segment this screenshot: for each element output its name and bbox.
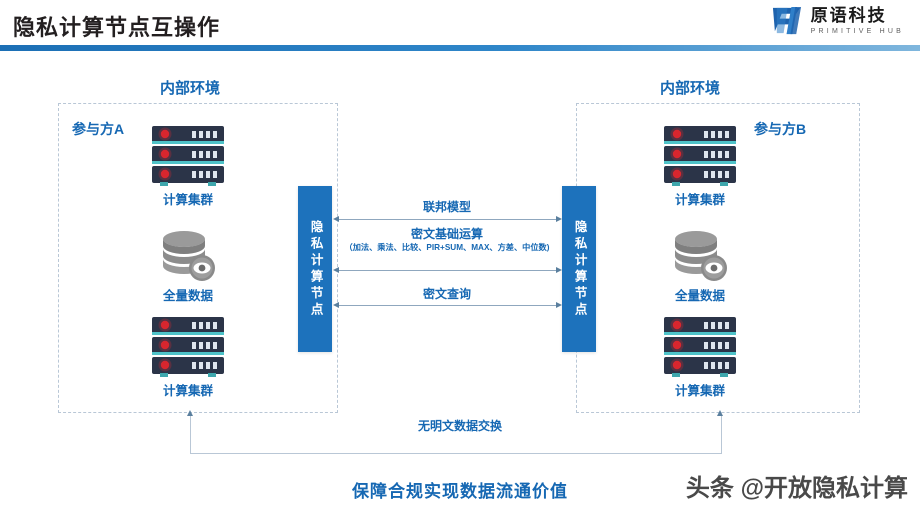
server-rack-icon	[146, 316, 230, 378]
flow-label-ciphertext-query: 密文查询	[422, 287, 471, 301]
icon-caption: 计算集群	[674, 384, 725, 398]
arrow-head-left	[333, 267, 339, 273]
footer-tagline: 保障合规实现数据流通价值	[352, 482, 568, 501]
arrow-head-up-right	[717, 410, 723, 416]
flow-line	[338, 219, 556, 220]
server-rack-icon	[146, 125, 230, 187]
server-rack-icon	[658, 316, 742, 378]
no-plaintext-bracket	[190, 416, 722, 454]
flow-label-ciphertext-ops: 密文基础运算	[410, 227, 483, 241]
icon-caption: 计算集群	[162, 384, 213, 398]
arrow-head-left	[333, 216, 339, 222]
server-rack-icon	[658, 125, 742, 187]
database-eye-icon	[668, 230, 730, 288]
arrow-head-left	[333, 302, 339, 308]
arrow-head-up-left	[187, 410, 193, 416]
node-label: 隐私计算节点	[308, 219, 323, 319]
flow-line	[338, 270, 556, 271]
watermark: 头条 @开放隐私计算	[685, 475, 908, 502]
bracket-label-wrap: 无明文数据交换	[0, 417, 920, 434]
icon-caption: 计算集群	[674, 193, 725, 207]
header-divider	[0, 45, 920, 51]
env-label-right: 内部环境	[660, 80, 721, 97]
flow-sublabel-ciphertext-ops: （加法、乘法、比较、PIR+SUM、MAX、方差、中位数)	[344, 243, 550, 252]
logo-text-cn: 原语科技	[810, 5, 887, 25]
database-eye-icon	[156, 230, 218, 288]
env-label-left: 内部环境	[160, 80, 221, 97]
page-title: 隐私计算节点互操作	[13, 15, 221, 40]
icon-caption: 计算集群	[162, 193, 213, 207]
bracket-label: 无明文数据交换	[409, 419, 510, 433]
arrow-head-right	[556, 267, 562, 273]
privacy-compute-node-right[interactable]: 隐私计算节点	[562, 186, 596, 352]
logo-text-en: PRIMITIVE HUB	[810, 27, 904, 35]
node-label: 隐私计算节点	[572, 219, 587, 319]
diagram-stage: 内部环境 内部环境 参与方A 参与方B	[0, 53, 920, 511]
party-label-a: 参与方A	[72, 121, 125, 137]
primitive-hub-logo-icon	[771, 5, 804, 36]
icon-caption: 全量数据	[162, 289, 213, 303]
privacy-compute-node-left[interactable]: 隐私计算节点	[298, 186, 332, 352]
flow-line	[338, 305, 556, 306]
icon-caption: 全量数据	[674, 289, 725, 303]
brand-logo: 原语科技 PRIMITIVE HUB	[771, 5, 904, 36]
arrow-head-right	[556, 302, 562, 308]
slide-header: 隐私计算节点互操作 原语科技 PRIMITIVE HUB	[0, 0, 920, 53]
party-boundary-a	[58, 103, 338, 413]
party-label-b: 参与方B	[754, 121, 807, 137]
arrow-head-right	[556, 216, 562, 222]
flow-label-federated-model: 联邦模型	[422, 200, 471, 214]
